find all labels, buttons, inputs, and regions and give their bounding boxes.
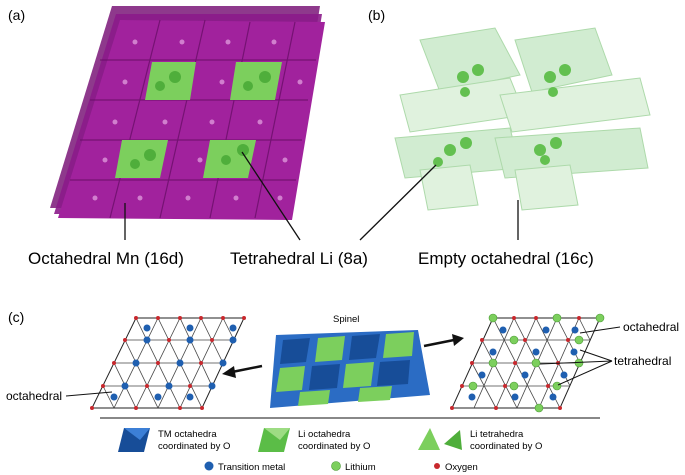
legend: TM octahedra coordinated by O Li octahed… xyxy=(118,428,542,473)
arrow-left xyxy=(222,364,263,378)
legend-li-octahedra-line1: Li octahedra xyxy=(298,429,351,440)
legend-oxygen-dot xyxy=(434,463,440,469)
right-lattice xyxy=(450,313,605,413)
pointer-tetrahedral-2 xyxy=(539,360,613,365)
leader-line-empty-left xyxy=(359,164,437,241)
label-octahedral-mn: Octahedral Mn (16d) xyxy=(28,249,184,268)
panel-a-structure xyxy=(50,6,325,220)
panel-tag-a: (a) xyxy=(8,7,25,23)
legend-li-octahedra-icon xyxy=(258,428,290,452)
legend-lithium: Lithium xyxy=(345,462,376,473)
label-octahedral-right: octahedral xyxy=(623,320,679,334)
legend-oxygen: Oxygen xyxy=(445,462,478,473)
legend-li-tetrahedra-line1: Li tetrahedra xyxy=(470,429,524,440)
leader-line-li xyxy=(241,151,301,241)
label-tetrahedral-right: tetrahedral xyxy=(614,354,671,368)
panel-tag-b: (b) xyxy=(368,7,385,23)
legend-li-tetrahedra-icon xyxy=(418,428,462,450)
label-spinel: Spinel xyxy=(333,314,359,325)
pointer-tetrahedral-1 xyxy=(579,349,613,362)
legend-tm-octahedra-line1: TM octahedra xyxy=(158,429,217,440)
left-lattice xyxy=(90,316,246,410)
label-octahedral-left: octahedral xyxy=(6,389,62,403)
legend-lithium-dot xyxy=(331,461,341,471)
pointer-octahedral-right xyxy=(579,326,621,334)
legend-transition-metal-dot xyxy=(204,461,214,471)
label-empty-octahedral: Empty octahedral (16c) xyxy=(418,249,594,268)
pointer-tetrahedral-3 xyxy=(557,360,613,386)
legend-li-tetrahedra-line2: coordinated by O xyxy=(470,441,542,452)
spinel-block xyxy=(270,330,430,408)
legend-li-octahedra-line2: coordinated by O xyxy=(298,441,370,452)
panel-b-structure xyxy=(394,27,651,211)
label-tetrahedral-li: Tetrahedral Li (8a) xyxy=(230,249,368,268)
legend-transition-metal: Transition metal xyxy=(218,462,285,473)
legend-tm-octahedra-icon xyxy=(118,428,150,452)
pointer-octahedral-left xyxy=(65,391,113,397)
legend-tm-octahedra-line2: coordinated by O xyxy=(158,441,230,452)
panel-tag-c: (c) xyxy=(8,309,24,325)
arrow-right xyxy=(423,334,464,348)
